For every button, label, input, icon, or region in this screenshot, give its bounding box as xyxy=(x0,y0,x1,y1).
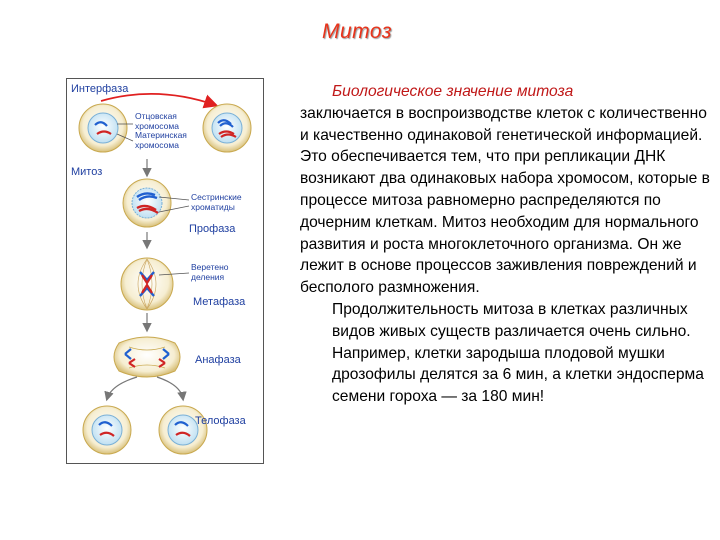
slide-title: Митоз xyxy=(322,20,393,43)
label-paternal-1: Отцовская xyxy=(135,111,177,121)
label-telophase: Телофаза xyxy=(195,415,247,427)
paragraph-duration: Продолжительность митоза в клетках разли… xyxy=(332,300,704,406)
label-spindle-2: деления xyxy=(191,272,225,282)
label-sister-2: хроматиды xyxy=(191,202,235,212)
replication-arrow xyxy=(100,92,219,109)
label-spindle-1: Веретено xyxy=(191,262,229,272)
mitosis-diagram: Интерфаза Отцовская хромосома Материнска… xyxy=(66,78,264,464)
label-maternal-1: Материнская xyxy=(135,130,187,140)
telophase-cell-left xyxy=(82,405,132,455)
label-maternal-2: хромосома xyxy=(135,140,179,150)
label-prophase: Профаза xyxy=(189,223,236,235)
telophase-cell-right xyxy=(158,405,208,455)
label-interphase: Интерфаза xyxy=(71,83,129,95)
interphase-cell-left xyxy=(78,103,128,153)
metaphase-cell xyxy=(120,257,174,311)
label-anaphase: Анафаза xyxy=(195,354,242,366)
label-paternal-2: хромосома xyxy=(135,121,179,131)
paragraph-significance: заключается в воспроизводстве клеток с к… xyxy=(300,104,710,297)
body-text: Биологическое значение митоза заключаетс… xyxy=(300,81,712,408)
label-metaphase: Метафаза xyxy=(193,296,246,308)
label-sister-1: Сестринские xyxy=(191,192,242,202)
anaphase-cell xyxy=(113,336,181,378)
label-mitosis: Митоз xyxy=(71,166,102,178)
prophase-cell xyxy=(122,178,172,228)
subtitle: Биологическое значение митоза xyxy=(332,83,574,100)
interphase-cell-right xyxy=(202,103,252,153)
